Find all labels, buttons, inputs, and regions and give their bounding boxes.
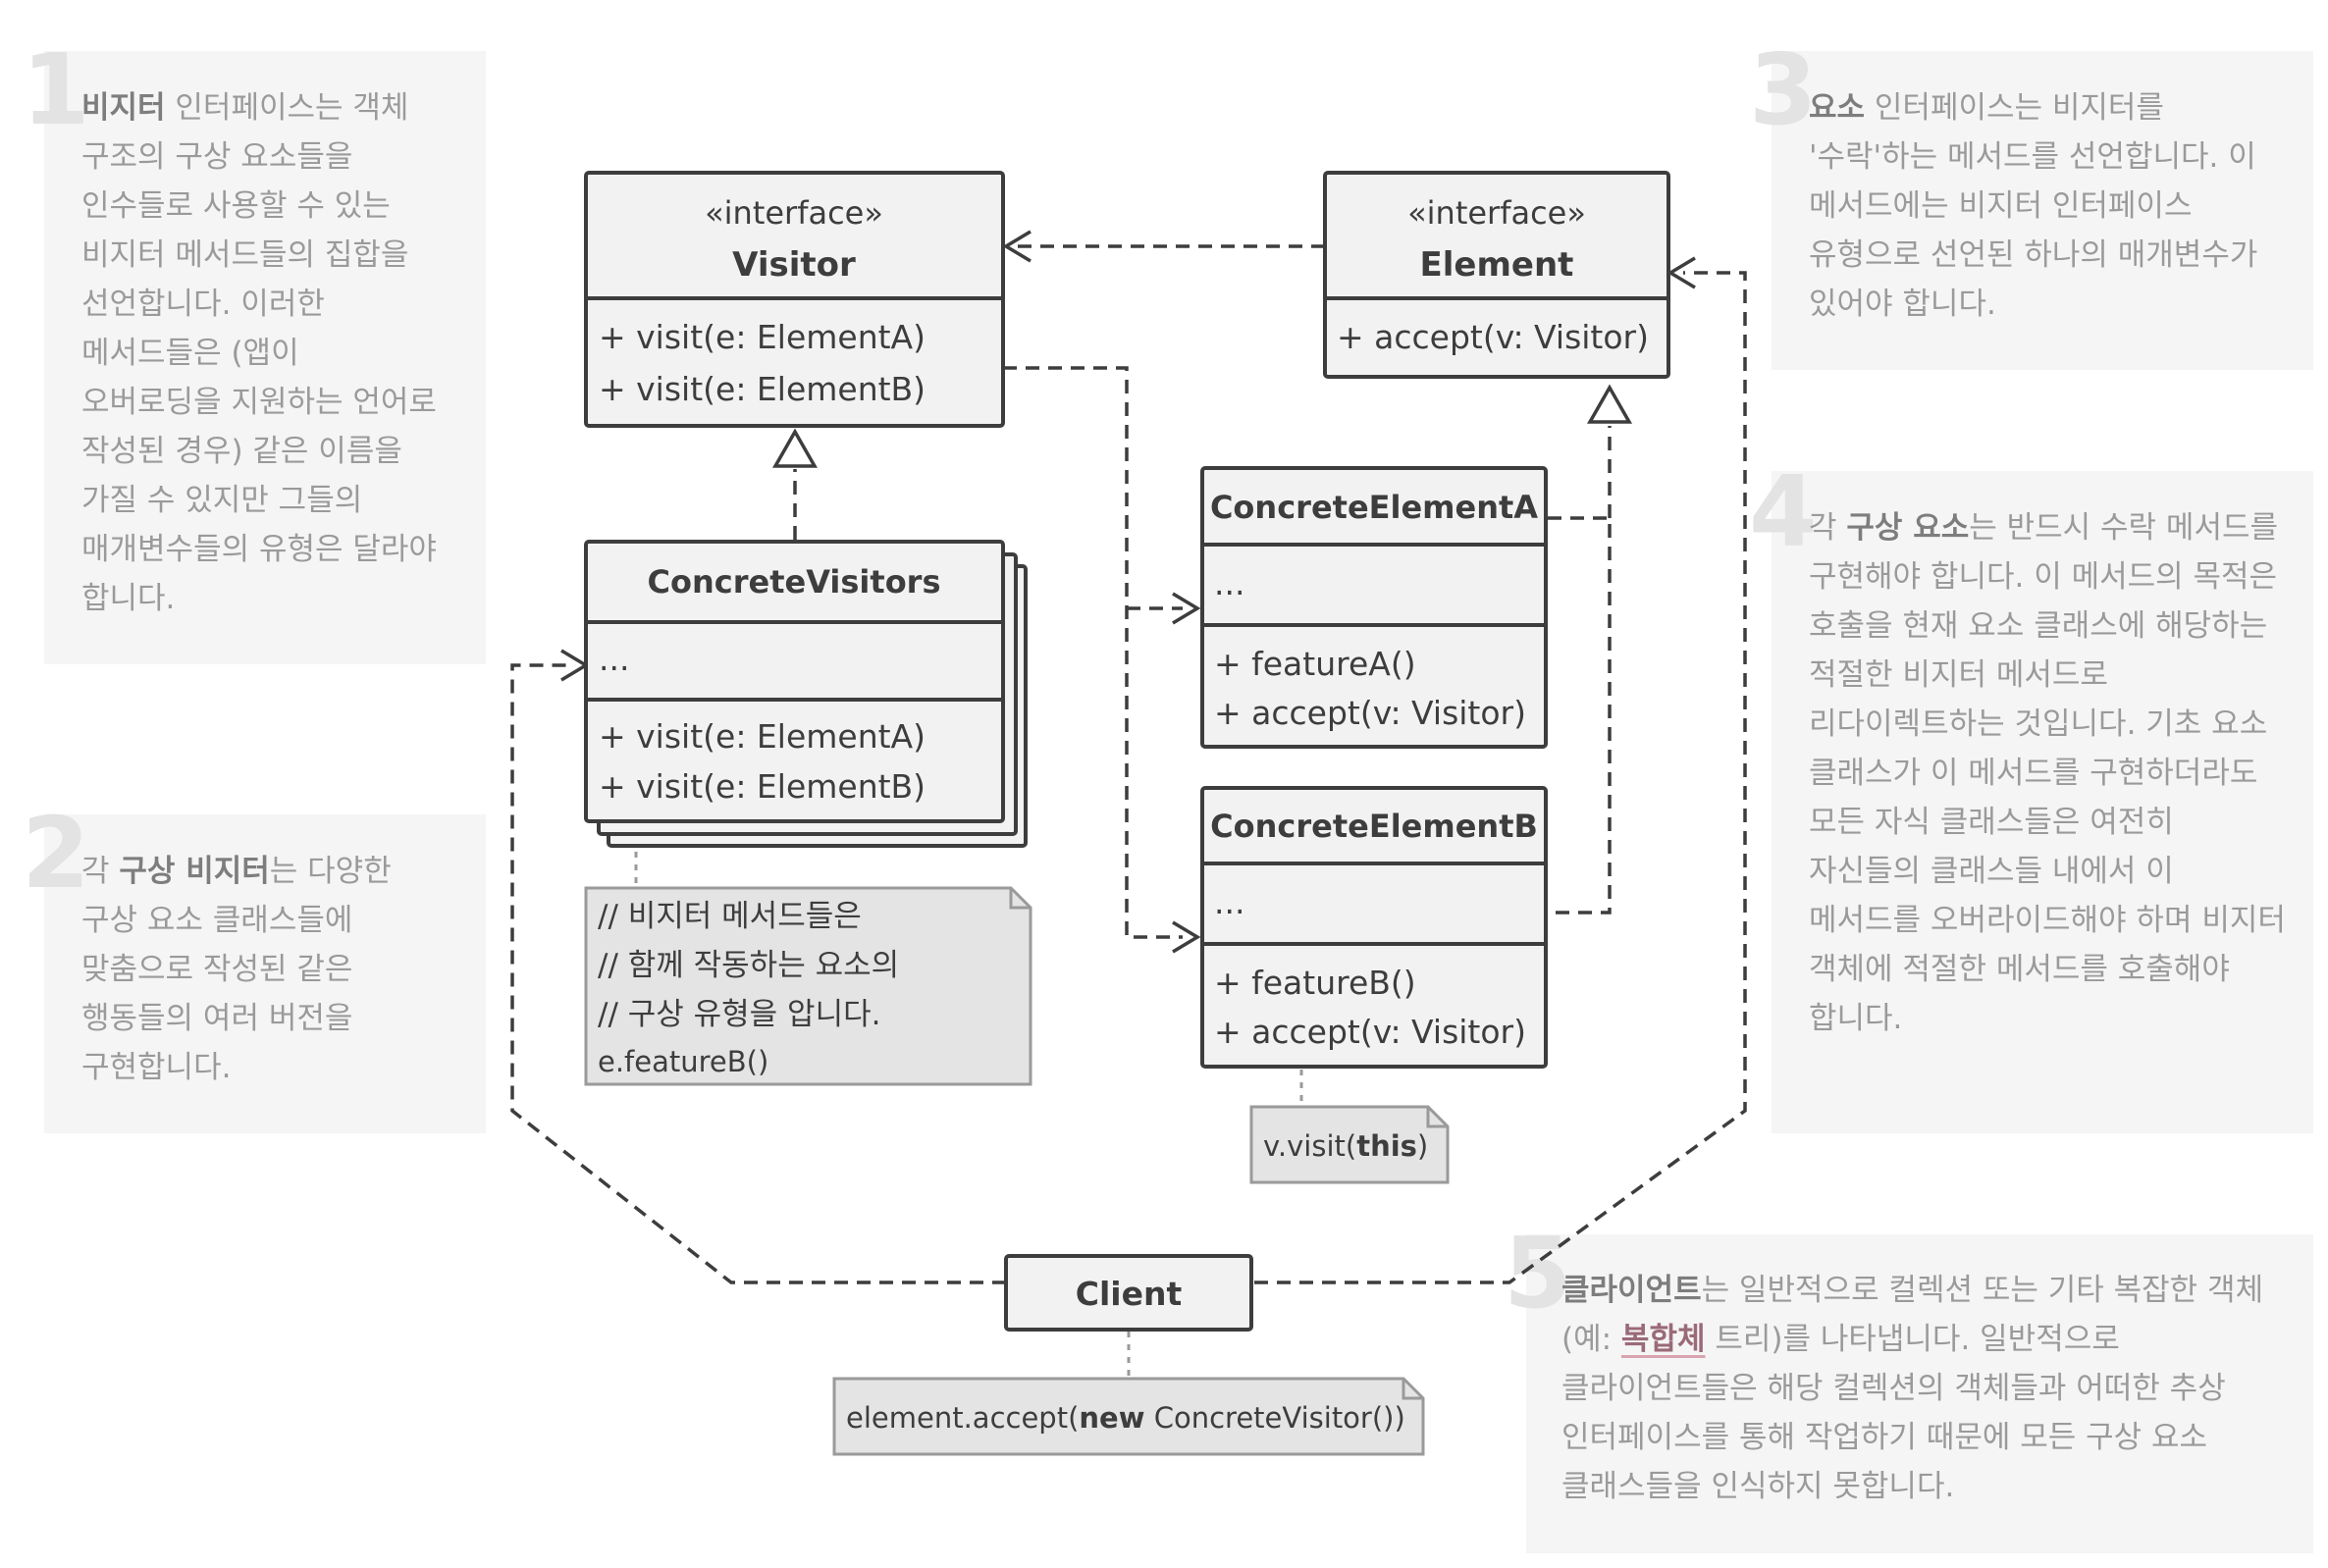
- note-client-text: element.accept(new ConcreteVisitor()): [846, 1401, 1405, 1435]
- annotation-segment: 인터페이스는 비지터를 '수락'하는 메서드를 선언합니다. 이 메서드에는 비…: [1809, 90, 2258, 322]
- client-to-element-dependency: [1254, 271, 1747, 1284]
- concrete-element-b-method-1: + featureB(): [1214, 964, 1416, 1002]
- concrete-elements-realization: [1548, 516, 1612, 915]
- client-name: Client: [1076, 1275, 1183, 1313]
- annotation-segment: 트리)를 나타냅니다. 일반적으로 클라이언트들은 해당 컬렉션의 객체들과 어…: [1561, 1322, 2226, 1504]
- annotation-4-number: 4: [1749, 454, 1818, 569]
- arrowhead-element-b: [1172, 920, 1201, 954]
- annotation-segment: 요소: [1809, 90, 1866, 126]
- visitor-name: Visitor: [732, 245, 856, 285]
- annotation-2-panel: [44, 814, 486, 1133]
- arrowhead-element: [1667, 256, 1696, 289]
- annotation-5-panel: [1526, 1234, 2313, 1553]
- annotation-2-text: 각 구상 비지터는 다양한 구상 요소 클래스들에 맞춤으로 작성된 같은 행동…: [81, 847, 445, 1092]
- visitor-to-elements-dependency: [1003, 366, 1183, 939]
- note-client-accept: element.accept(new ConcreteVisitor()): [832, 1377, 1425, 1456]
- annotation-1-text: 비지터 인터페이스는 객체 구조의 구상 요소들을 인수들로 사용할 수 있는 …: [81, 83, 445, 623]
- annotation-4-text: 각 구상 요소는 반드시 수락 메서드를 구현해야 합니다. 이 메서드의 목적…: [1809, 503, 2295, 1043]
- arrowhead-element-a: [1172, 592, 1201, 625]
- note-visitor-line-2: // 함께 작동하는 요소의: [598, 948, 899, 983]
- client-to-visitors-dependency: [510, 663, 1006, 1284]
- client-box: Client: [1004, 1254, 1253, 1332]
- concrete-element-a-method-1: + featureA(): [1214, 645, 1416, 683]
- note-client-suffix: ConcreteVisitor()): [1145, 1401, 1405, 1435]
- annotation-segment: 는 반드시 수락 메서드를 구현해야 합니다. 이 메서드의 목적은 호출을 현…: [1809, 510, 2286, 1036]
- note-visit-suffix: ): [1417, 1129, 1428, 1163]
- arrowhead-visitor: [1002, 230, 1032, 263]
- annotation-4-panel: [1772, 471, 2313, 1133]
- annotation-5-text: 클라이언트는 일반적으로 컬렉션 또는 기타 복잡한 객체(예: 복합체 트리)…: [1561, 1266, 2278, 1511]
- visitor-method-1: + visit(e: ElementA): [599, 318, 926, 356]
- note-visitor-line-1: // 비지터 메서드들은: [598, 899, 862, 934]
- note-visit-prefix: v.visit(: [1263, 1129, 1356, 1163]
- concrete-element-b-name: ConcreteElementB: [1210, 808, 1538, 845]
- annotation-3-text: 요소 인터페이스는 비지터를 '수락'하는 메서드를 선언합니다. 이 메서드에…: [1809, 83, 2295, 329]
- concrete-visitors-name: ConcreteVisitors: [648, 563, 941, 601]
- visitor-method-2: + visit(e: ElementB): [599, 370, 926, 408]
- annotation-segment: 구상 비지터: [119, 854, 270, 889]
- triangle-visitor: [771, 428, 819, 468]
- concrete-element-a-fields: ...: [1214, 564, 1244, 602]
- concrete-element-b-fields: ...: [1214, 883, 1244, 921]
- annotation-segment: 는 다양한 구상 요소 클래스들에 맞춤으로 작성된 같은 행동들의 여러 버전…: [81, 854, 392, 1085]
- visitor-stereotype: «interface»: [705, 194, 883, 232]
- annotation-segment: 구상 요소: [1846, 510, 1970, 546]
- annotation-1-number: 1: [22, 32, 90, 147]
- visitor-interface-box: «interface» Visitor + visit(e: ElementA)…: [584, 171, 1005, 428]
- element-method-1: + accept(v: Visitor): [1337, 318, 1649, 356]
- annotation-1-panel: [44, 51, 486, 664]
- annotation-2-number: 2: [22, 796, 90, 911]
- concrete-element-b-box: ConcreteElementB ... + featureB() + acce…: [1200, 786, 1548, 1069]
- note-visit-text: v.visit(this): [1263, 1129, 1428, 1163]
- annotation-segment: 비지터: [81, 90, 166, 126]
- element-name: Element: [1420, 245, 1574, 285]
- concrete-element-a-box: ConcreteElementA ... + featureA() + acce…: [1200, 466, 1548, 749]
- annotation-3-number: 3: [1749, 32, 1818, 147]
- triangle-element: [1586, 384, 1633, 424]
- annotation-segment: 각: [81, 854, 120, 889]
- note-visit-this: v.visit(this): [1249, 1105, 1450, 1184]
- concrete-visitors-box: ConcreteVisitors ... + visit(e: ElementA…: [584, 540, 1028, 848]
- annotation-segment: 클라이언트: [1561, 1273, 1702, 1308]
- concrete-visitors-method-2: + visit(e: ElementB): [599, 767, 926, 806]
- concrete-element-a-method-2: + accept(v: Visitor): [1214, 694, 1526, 732]
- annotation-3-panel: [1772, 51, 2313, 370]
- concrete-element-a-name: ConcreteElementA: [1210, 489, 1538, 526]
- annotation-segment: 각: [1809, 510, 1847, 546]
- note-client-keyword: new: [1079, 1401, 1144, 1435]
- concrete-visitors-fields: ...: [599, 640, 629, 678]
- concrete-element-b-method-2: + accept(v: Visitor): [1214, 1013, 1526, 1051]
- note-visit-keyword: this: [1356, 1129, 1417, 1163]
- annotation-link[interactable]: 복합체: [1620, 1322, 1706, 1357]
- annotation-segment: 는 일반적으로 컬렉션 또는 기타 복잡한 객체(예:: [1561, 1273, 2264, 1357]
- note-visitor-line-4: e.featureB(): [598, 1045, 768, 1078]
- note-visitor-methods: // 비지터 메서드들은 // 함께 작동하는 요소의 // 구상 유형을 압니…: [584, 886, 1032, 1086]
- element-stereotype: «interface»: [1407, 194, 1586, 232]
- annotation-5-number: 5: [1504, 1216, 1572, 1331]
- concrete-visitors-method-1: + visit(e: ElementA): [599, 717, 926, 756]
- element-interface-box: «interface» Element + accept(v: Visitor): [1323, 171, 1670, 379]
- annotation-segment: 인터페이스는 객체 구조의 구상 요소들을 인수들로 사용할 수 있는 비지터 …: [81, 90, 437, 616]
- note-client-prefix: element.accept(: [846, 1401, 1079, 1435]
- note-visitor-line-3: // 구상 유형을 압니다.: [598, 997, 880, 1032]
